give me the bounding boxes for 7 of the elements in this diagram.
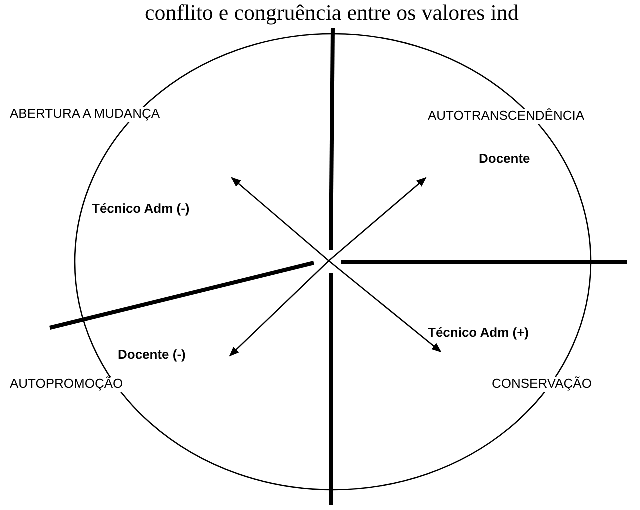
quadrant-label: AUTOPROMOÇÃO — [10, 377, 124, 392]
group-label: Docente (-) — [118, 348, 186, 363]
group-label: Técnico Adm (-) — [92, 202, 190, 217]
quadrant-label: ABERTURA A MUDANÇA — [10, 107, 160, 122]
quadrant-label: CONSERVAÇÃO — [492, 377, 592, 392]
group-label: Técnico Adm (+) — [428, 326, 530, 341]
quadrant-label: AUTOTRANSCENDÊNCIA — [428, 109, 585, 124]
